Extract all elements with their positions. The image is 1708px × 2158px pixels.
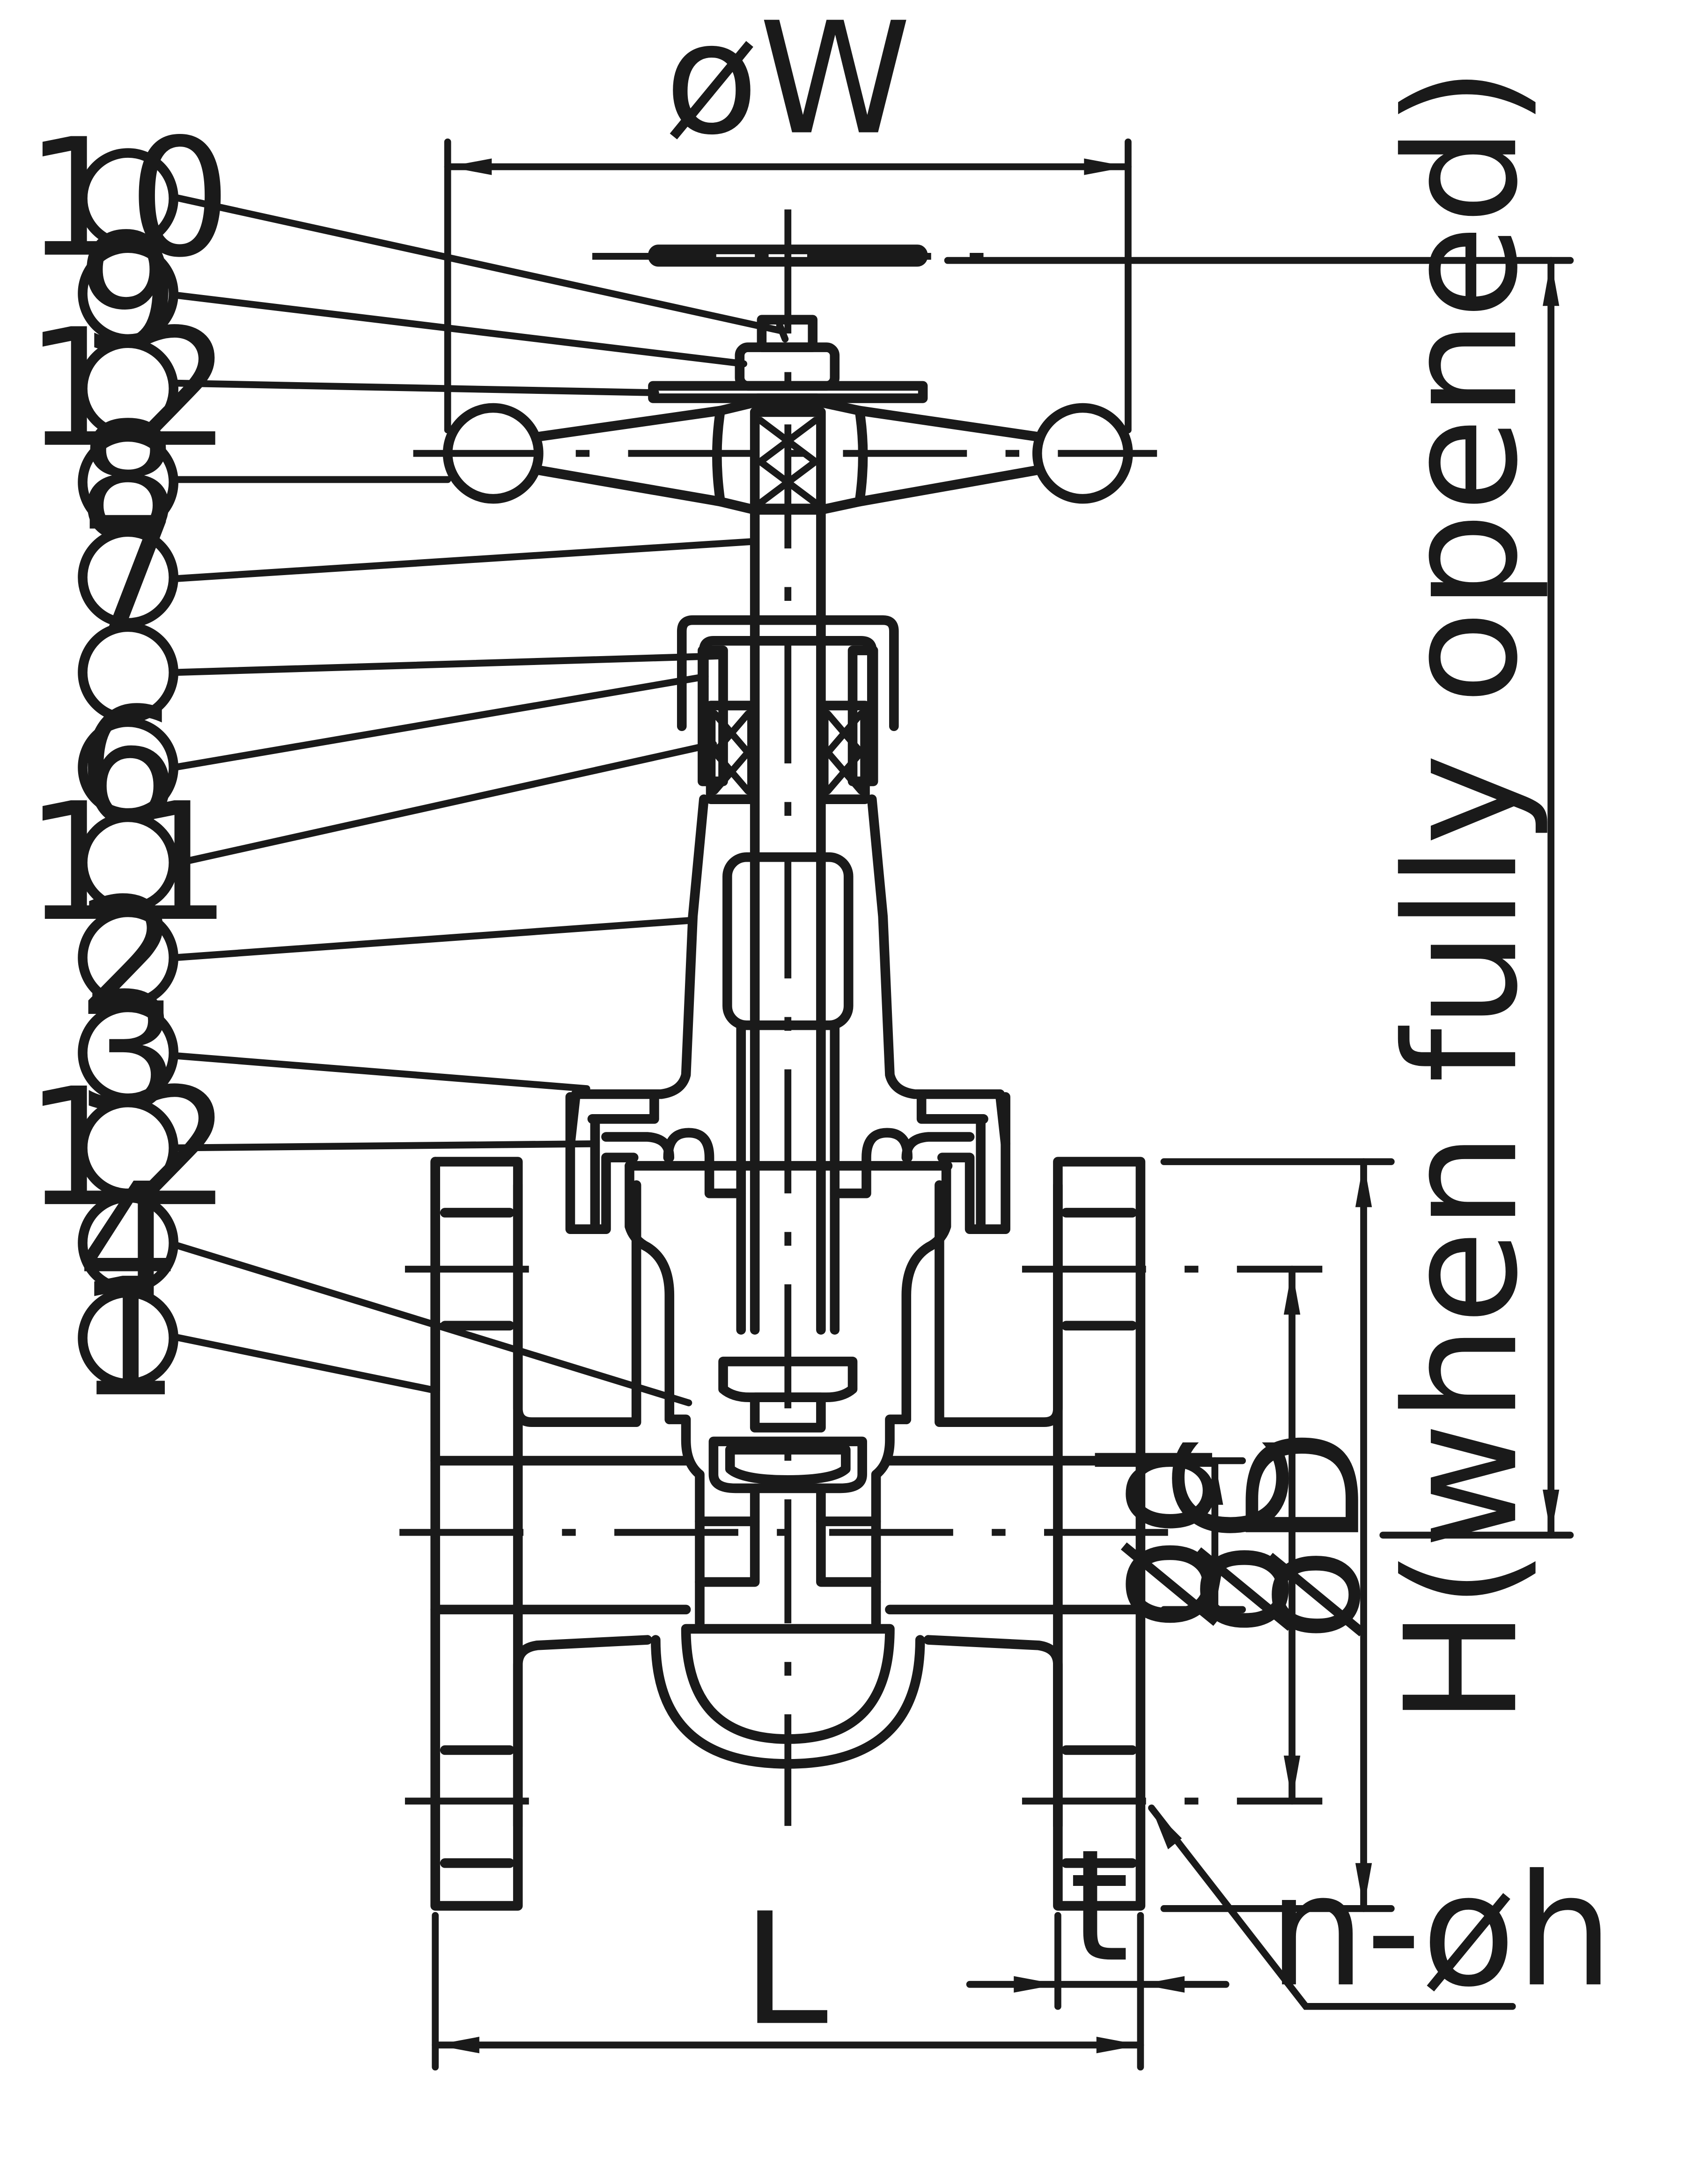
dim-label-odd: øD xyxy=(1215,1428,1395,1641)
callout-bubble: 12 xyxy=(25,1053,232,1242)
dim-label-oc: øC xyxy=(1143,1434,1323,1636)
arrowhead xyxy=(435,2037,479,2054)
arrowhead xyxy=(1283,1755,1301,1801)
dim-bolt-holes: n-øh xyxy=(1148,1804,1613,2021)
arrowhead xyxy=(1014,1976,1058,1993)
dim-bore: ød xyxy=(1069,1439,1249,1632)
left-flange xyxy=(405,1157,551,1911)
arrowhead xyxy=(1207,1461,1223,1505)
callout-bubble: 1 xyxy=(76,1243,180,1433)
leader-lines xyxy=(170,193,785,1406)
callout-bubble: 11 xyxy=(25,768,232,957)
dim-label-ow: øW xyxy=(664,0,911,169)
svg-text:1: 1 xyxy=(76,1243,180,1433)
dim-label-t: t xyxy=(1069,1816,1129,1996)
arrowhead xyxy=(1355,1863,1372,1909)
dim-handwheel-diameter: øW xyxy=(444,0,1132,434)
dim-bolt-circle: øC xyxy=(1143,1265,1323,1805)
right-flange xyxy=(1022,1157,1323,1911)
handwheel xyxy=(413,397,1157,515)
arrowhead xyxy=(448,158,492,175)
arrowhead xyxy=(1542,1489,1560,1535)
arrowhead xyxy=(1096,2037,1141,2054)
dim-label-h: H(when fully opened) xyxy=(1372,67,1552,1725)
dim-label-od: ød xyxy=(1069,1439,1249,1632)
arrowhead xyxy=(1151,1808,1182,1849)
dim-flange-thickness: t xyxy=(966,1816,1229,2071)
callout-list: 10 9 12 8 7 6 xyxy=(25,104,232,1433)
arrowhead xyxy=(1207,1565,1223,1610)
arrowhead xyxy=(1542,260,1560,306)
dim-label-noh: n-øh xyxy=(1268,1841,1613,2021)
yoke xyxy=(565,615,1010,1335)
stem xyxy=(750,505,826,1335)
arrowhead xyxy=(1140,1976,1185,1993)
stem-top xyxy=(592,244,992,417)
dim-length: L xyxy=(432,1880,1144,2071)
arrowhead xyxy=(1283,1269,1301,1315)
dim-flange-diameter: øD xyxy=(1160,1158,1395,1912)
arrowhead xyxy=(1355,1161,1372,1207)
drawing-geometry: øW xyxy=(25,0,1613,2071)
callout-bubble: 12 xyxy=(25,294,232,483)
dim-label-l: L xyxy=(742,1880,829,2060)
arrowhead xyxy=(1084,158,1128,175)
dim-height: H(when fully opened) xyxy=(944,67,1574,1725)
